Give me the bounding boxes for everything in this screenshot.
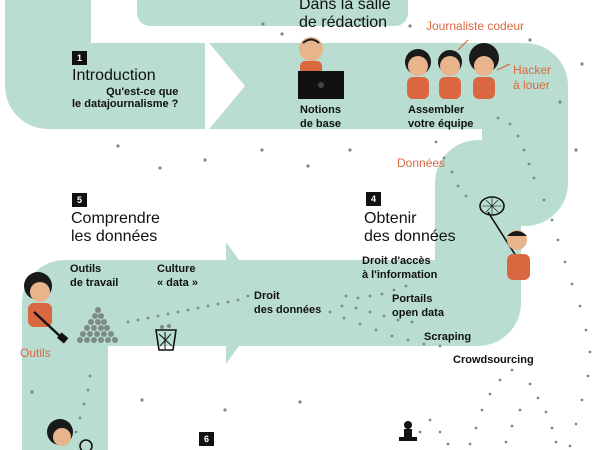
team-illustration <box>405 39 511 99</box>
item-crowdsourcing: Crowdsourcing <box>453 354 534 366</box>
path-band <box>5 0 568 450</box>
step-1-title: Introduction <box>72 67 156 84</box>
step-5-title: Comprendre les données <box>71 210 160 245</box>
step-2-title: Dans la salle de rédaction <box>299 0 391 31</box>
data-pile <box>77 307 118 343</box>
wastebasket-icon <box>155 324 177 351</box>
item-outils-de-travail: Outils de travail <box>70 263 119 289</box>
top-path-segment <box>137 0 408 26</box>
pedestal-figure <box>399 421 417 441</box>
item-droit-acces: Droit d'accès à l'information <box>362 255 438 281</box>
label-hacker-a-louer: Hacker à louer <box>513 63 552 92</box>
magnifier-icon <box>79 439 93 450</box>
item-portails-open-data: Portails open data <box>392 293 444 319</box>
arrow-notch <box>205 38 245 134</box>
shovel-icon <box>33 311 63 339</box>
data-dots <box>30 18 592 448</box>
label-journaliste-codeur: Journaliste codeur <box>426 19 525 33</box>
label-donnees: Données <box>397 156 446 170</box>
step-5-book-icon: 5 <box>72 193 87 207</box>
label-outils: Outils <box>20 346 51 360</box>
item-scraping: Scraping <box>424 331 472 343</box>
item-droit-des-donnees: Droit des données <box>254 290 322 316</box>
step-1-book-icon: 1 <box>72 51 87 65</box>
digger <box>24 272 69 344</box>
searcher <box>47 419 93 450</box>
step-4-book-icon: 4 <box>366 192 381 206</box>
butterfly-net-icon <box>487 211 517 257</box>
person-icon <box>299 37 323 61</box>
step-4-title: Obtenir des données <box>364 210 456 245</box>
net-collector <box>479 196 530 280</box>
main-path <box>5 0 568 450</box>
step-6-book-icon: 6 <box>199 432 214 446</box>
item-notions-de-base: Notions de base <box>300 104 341 130</box>
step-1-subtitle: Qu'est-ce que le datajournalisme ? <box>72 86 179 111</box>
item-assembler-equipe: Assembler votre équipe <box>408 104 474 130</box>
arrow-tip <box>226 242 270 364</box>
item-culture-data: Culture « data » <box>157 263 198 289</box>
editor-with-laptop <box>298 37 344 99</box>
